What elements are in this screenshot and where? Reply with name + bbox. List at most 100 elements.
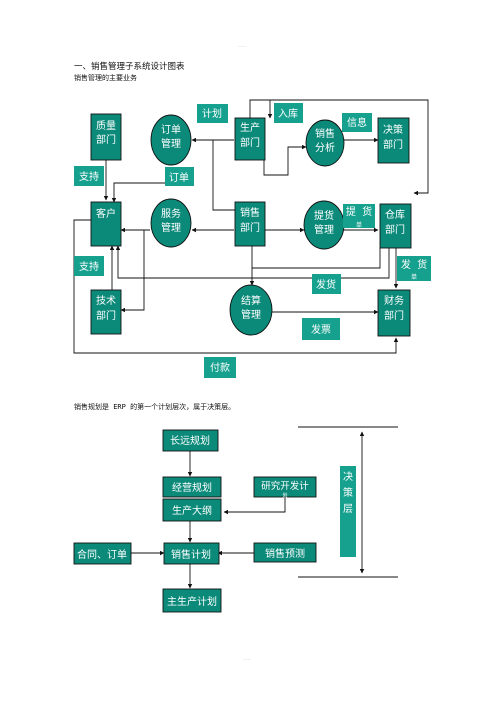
- node-label: 决策: [383, 123, 403, 136]
- arrow-line: [73, 219, 399, 354]
- arrow-line: [263, 144, 307, 176]
- arrow-line: [249, 99, 429, 196]
- node-sales-analysis: 销售 分析: [305, 119, 345, 167]
- svg-text:层: 层: [343, 503, 353, 515]
- node-label: 部门: [385, 223, 405, 236]
- node-label: 提货: [314, 209, 334, 222]
- node-warehouse-dept: 仓库 部门: [379, 203, 412, 249]
- arrow-line: [115, 245, 390, 279]
- node-label: 管理: [241, 308, 261, 321]
- node-label: 管理: [314, 223, 334, 236]
- label-info: 信息: [342, 113, 372, 132]
- node-production-outline: 生产大纲: [162, 498, 222, 522]
- label-support-top: 支持: [74, 166, 104, 186]
- node-label: 部门: [383, 138, 403, 151]
- label-order: 订单: [165, 167, 194, 186]
- node-production-dept: 生产 部门: [234, 117, 266, 161]
- svg-text:信息: 信息: [347, 116, 367, 129]
- node-finance-dept: 财务 部门: [377, 289, 411, 337]
- svg-text:支持: 支持: [79, 170, 99, 183]
- node-label: 服务: [161, 207, 181, 220]
- svg-text:经营规划: 经营规划: [172, 481, 212, 494]
- flow-nodes: 质量 部门 订单 管理 生产 部门 销售 分析 决策 部门: [90, 113, 412, 337]
- footer-mark: ——: [243, 657, 251, 662]
- svg-text:入库: 入库: [278, 107, 298, 120]
- section-heading: 一、销售管理子系统设计图表: [74, 62, 185, 72]
- arrow-line: [111, 167, 169, 203]
- node-label: 技术: [96, 294, 116, 307]
- node-rd-plan: 研究开发计 划: [253, 476, 317, 499]
- svg-text:决: 决: [343, 471, 353, 483]
- svg-text:合同、订单: 合同、订单: [77, 548, 127, 561]
- node-label: 销售: [315, 127, 335, 140]
- flow-connectors: [73, 99, 429, 354]
- header-mark: ——: [238, 44, 246, 49]
- hierarchy-connectors: [131, 426, 398, 589]
- node-label: 管理: [161, 221, 181, 234]
- node-label: 仓库: [385, 208, 405, 221]
- node-label: 结算: [241, 294, 261, 307]
- svg-text:销售计划: 销售计划: [171, 548, 211, 561]
- svg-text:发 货: 发 货: [401, 258, 427, 271]
- node-business-plan: 经营规划: [162, 476, 222, 498]
- node-sales-forecast: 销售预测: [253, 542, 317, 563]
- svg-text:单: 单: [411, 273, 417, 281]
- node-long-term-plan: 长远规划: [162, 429, 219, 452]
- node-label: 部门: [96, 309, 116, 322]
- node-label: 生产: [240, 121, 260, 134]
- node-label: 客户: [96, 207, 116, 220]
- svg-text:计划: 计划: [202, 107, 222, 120]
- svg-text:提 货: 提 货: [346, 205, 372, 218]
- label-invoice: 发票: [302, 318, 340, 340]
- node-sales-plan: 销售计划: [163, 542, 220, 565]
- node-delivery-management: 提货 管理: [303, 200, 345, 250]
- node-tech-dept: 技术 部门: [90, 289, 122, 335]
- arrow-line: [192, 139, 235, 211]
- node-settlement-management: 结算 管理: [229, 284, 273, 336]
- node-service-management: 服务 管理: [150, 198, 192, 248]
- arrow-line: [252, 248, 381, 269]
- label-pickup-list: 提 货 单: [343, 204, 375, 229]
- svg-text:付款: 付款: [210, 361, 230, 374]
- label-ship-list: 发 货 单: [397, 256, 431, 281]
- node-label: 部门: [240, 136, 260, 149]
- svg-text:单: 单: [356, 221, 362, 229]
- svg-text:研究开发计: 研究开发计: [261, 480, 309, 492]
- node-decision-dept: 决策 部门: [377, 117, 410, 164]
- node-decision-layer: 决 策 层: [340, 466, 356, 557]
- node-master-production-schedule: 主生产计划: [162, 588, 222, 613]
- node-label: 销售: [240, 206, 260, 219]
- svg-text:策: 策: [343, 486, 353, 499]
- node-quality-dept: 质量 部门: [90, 113, 122, 161]
- hierarchy-nodes: 长远规划 经营规划 生产大纲 研究开发计 划 合同、订单 销售计划: [73, 429, 356, 613]
- node-sales-dept: 销售 部门: [234, 201, 266, 247]
- node-label: 管理: [161, 137, 181, 150]
- node-contracts-orders: 合同、订单: [73, 542, 132, 565]
- svg-text:生产大纲: 生产大纲: [172, 504, 212, 517]
- arrow-line: [223, 497, 286, 515]
- node-order-management: 订单 管理: [150, 114, 192, 166]
- node-label: 质量: [96, 120, 116, 132]
- flow-edge-labels: 计划 入库 信息 支持 订单 提 货 单: [74, 103, 431, 378]
- svg-text:长远规划: 长远规划: [170, 434, 210, 447]
- label-plan: 计划: [197, 104, 228, 123]
- label-support-bottom: 支持: [74, 256, 104, 276]
- label-payment: 付款: [204, 357, 236, 378]
- label-shipping: 发货: [312, 274, 341, 294]
- svg-text:划: 划: [282, 492, 287, 499]
- node-label: 部门: [240, 221, 260, 234]
- node-label: 分析: [315, 141, 335, 154]
- svg-text:支持: 支持: [79, 260, 99, 273]
- svg-text:主生产计划: 主生产计划: [167, 595, 217, 608]
- node-label: 部门: [384, 309, 404, 322]
- svg-text:发货: 发货: [316, 278, 336, 291]
- node-customer: 客户: [90, 201, 122, 247]
- arrow-line: [120, 230, 145, 313]
- svg-text:销售预测: 销售预测: [265, 547, 305, 560]
- label-inbound: 入库: [274, 103, 303, 123]
- node-label: 财务: [384, 294, 404, 307]
- paragraph-text: 销售规划是 ERP 的第一个计划层次，属于决策层。: [74, 403, 236, 411]
- svg-text:订单: 订单: [169, 172, 189, 184]
